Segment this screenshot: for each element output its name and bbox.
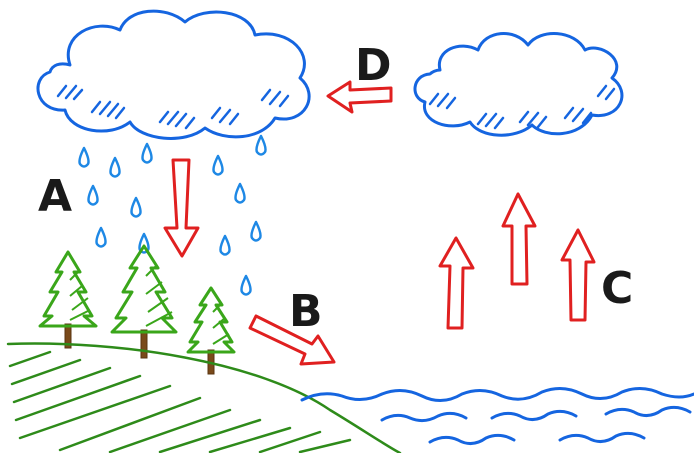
rain-drop [87, 184, 99, 206]
tree [38, 250, 98, 349]
rain-drop [130, 196, 142, 218]
water-wave [428, 433, 516, 445]
arrows [163, 80, 596, 366]
water-wave [604, 405, 692, 417]
water-wave [490, 409, 578, 421]
rain-drop [250, 220, 262, 242]
label-a: A [38, 171, 72, 222]
right-cloud-outline [413, 32, 624, 137]
left-cloud [36, 9, 311, 140]
water-wave [558, 431, 646, 443]
rain-drops [78, 134, 267, 296]
label-c: C [601, 263, 633, 314]
label-b: B [289, 286, 323, 337]
rain-drop [219, 234, 231, 256]
rain-drop [234, 182, 246, 204]
rain-drop [138, 232, 150, 254]
arrow-up-c [501, 192, 537, 286]
hill [6, 342, 402, 453]
rain-drop [141, 142, 153, 164]
arrow-up-c [560, 228, 596, 322]
left-cloud-hatching [56, 84, 290, 130]
right-cloud [413, 32, 624, 137]
water-surface [300, 387, 694, 402]
rain-drop [240, 274, 252, 296]
left-cloud-outline [36, 9, 311, 140]
water-wave [380, 411, 468, 423]
arrow-up-c [438, 236, 475, 330]
rain-drop [109, 156, 121, 178]
arrow-diagonal-b [248, 314, 336, 366]
right-cloud-hatching [428, 84, 616, 130]
rain-drop [95, 226, 107, 248]
hill-outline [6, 342, 402, 453]
tree [186, 286, 236, 375]
trees [38, 244, 236, 375]
tree [110, 244, 178, 359]
water [300, 387, 694, 445]
arrow-down-a [163, 158, 200, 258]
rain-drop [255, 134, 267, 156]
arrow-left-d [326, 80, 393, 114]
rain-drop [78, 146, 90, 168]
rain-drop [212, 154, 224, 176]
label-d: D [355, 40, 392, 91]
